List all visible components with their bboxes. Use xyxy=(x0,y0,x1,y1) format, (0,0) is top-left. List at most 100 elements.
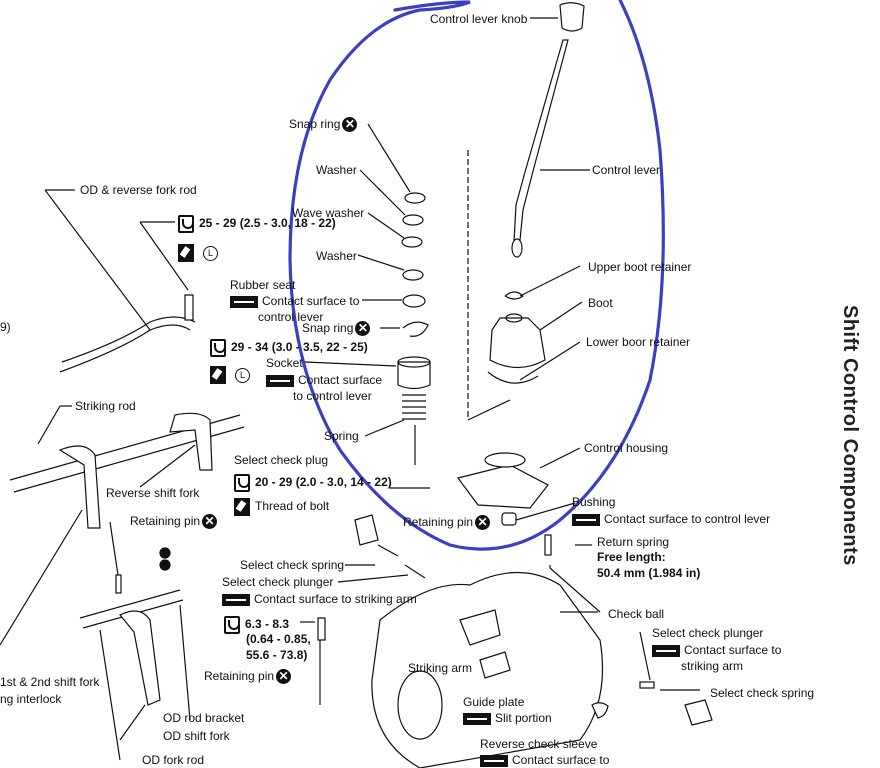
label-plunger-note-left: Contact surface to striking arm xyxy=(222,592,417,606)
locking-sealant-icon: L xyxy=(203,245,218,261)
spring-shape xyxy=(402,394,426,420)
label-socket-note-2: to control lever xyxy=(293,389,372,403)
sealant-spec-1: L xyxy=(178,244,218,262)
torque-wrench-icon xyxy=(210,339,226,357)
grease-icon xyxy=(480,754,508,767)
label-thread-of-bolt: Thread of bolt xyxy=(234,498,329,516)
control-lever-shape xyxy=(513,39,569,243)
label-free-length-value: 50.4 mm (1.984 in) xyxy=(597,566,701,580)
grease-icon xyxy=(230,295,258,308)
replace-x-icon: ✕ xyxy=(475,515,491,531)
label-striking-arm: Striking arm xyxy=(408,661,473,675)
torque-spec-3: 20 - 29 (2.0 - 3.0, 14 - 22) xyxy=(234,474,392,492)
bolt-1-shape xyxy=(184,294,194,321)
od-reverse-fork-rod-shape xyxy=(59,324,191,373)
torque-wrench-icon xyxy=(224,616,240,634)
label-od-reverse-fork-rod: OD & reverse fork rod xyxy=(80,183,197,197)
label-select-check-spring-right: Select check spring xyxy=(710,686,815,700)
od-shift-fork-shape xyxy=(119,610,161,706)
control-housing-shape xyxy=(456,464,549,509)
label-bushing-note: Contact surface to control lever xyxy=(572,512,770,526)
grease-icon xyxy=(572,513,600,526)
label-boot: Boot xyxy=(588,296,613,310)
first-second-fork-shape xyxy=(58,445,101,529)
label-1st-2nd-shift-fork: 1st & 2nd shift fork xyxy=(0,675,100,689)
label-control-lever-knob: Control lever knob xyxy=(430,12,528,26)
label-striking-rod: Striking rod xyxy=(75,399,136,413)
label-lower-boot-retainer: Lower boor retainer xyxy=(586,335,691,349)
label-spring: Spring xyxy=(324,429,359,443)
label-bushing: Bushing xyxy=(572,495,616,509)
rubber-seat-shape xyxy=(402,294,426,308)
label-reverse-shift-fork: Reverse shift fork xyxy=(106,486,200,500)
label-snap-ring-top: Snap ring✕ xyxy=(289,117,358,133)
torque-wrench-icon xyxy=(234,474,250,492)
reverse-shift-fork-shape xyxy=(169,412,213,471)
label-slit-portion: Slit portion xyxy=(463,711,552,725)
control-lever-knob-shape xyxy=(559,2,585,32)
label-control-housing: Control housing xyxy=(584,441,669,455)
grease-icon xyxy=(463,712,491,725)
label-rubber-seat-note: Contact surface to xyxy=(230,294,359,308)
label-rubber-seat-note-2: control lever xyxy=(258,310,324,324)
washer-1-shape xyxy=(402,214,424,226)
select-check-spring-shape xyxy=(377,544,399,557)
striking-arm-shape xyxy=(459,609,501,646)
label-select-check-plunger-right: Select check plunger xyxy=(652,626,764,640)
label-reverse-check-sleeve: Reverse check sleeve xyxy=(480,737,598,751)
label-washer-2: Washer xyxy=(316,249,357,263)
page-title: Shift Control Components xyxy=(839,305,861,566)
label-check-ball: Check ball xyxy=(608,607,665,621)
label-return-spring: Return spring xyxy=(597,535,670,549)
replace-x-icon: ✕ xyxy=(276,669,292,685)
label-plunger-note-right: Contact surface to xyxy=(652,643,781,657)
label-retaining-pin-left: Retaining pin✕ xyxy=(130,514,218,530)
label-select-check-plunger-left: Select check plunger xyxy=(222,575,334,589)
grease-icon xyxy=(266,374,294,387)
label-washer-1: Washer xyxy=(316,163,357,177)
label-upper-boot-retainer: Upper boot retainer xyxy=(588,260,692,274)
retaining-pin-shape xyxy=(115,574,122,594)
return-spring-shape xyxy=(544,534,552,556)
torque-spec-4-b: (0.64 - 0.85, xyxy=(246,632,311,646)
guide-plate-shape xyxy=(479,651,511,679)
label-od-fork-rod: OD fork rod xyxy=(142,753,205,767)
torque-spec-4: 6.3 - 8.3 xyxy=(224,616,289,634)
snap-ring-top-shape xyxy=(404,192,426,204)
torque-spec-1: 25 - 29 (2.5 - 3.0, 18 - 22) xyxy=(178,215,336,233)
torque-spec-2: 29 - 34 (3.0 - 3.5, 22 - 25) xyxy=(210,339,368,357)
select-check-plunger-shape xyxy=(404,564,426,579)
bushing-shape xyxy=(501,512,517,526)
right-plug-shape xyxy=(684,699,713,726)
boot-shape xyxy=(489,317,546,369)
label-reverse-check-note: Contact surface to xyxy=(480,753,609,767)
label-od-shift-fork: OD shift fork xyxy=(163,729,230,743)
label-od-rod-bracket: OD rod bracket xyxy=(163,711,245,725)
select-check-plug-shape xyxy=(354,514,379,546)
label-wave-washer: Wave washer xyxy=(292,206,365,220)
locking-sealant-icon: L xyxy=(235,367,250,383)
label-guide-plate: Guide plate xyxy=(463,695,525,709)
bolt-small-shape xyxy=(317,617,326,641)
sealant-icon xyxy=(234,498,250,516)
label-select-check-spring-left: Select check spring xyxy=(240,558,345,572)
sealant-spec-2: L xyxy=(210,366,250,384)
label-cut-off: 9) xyxy=(0,320,11,334)
lower-boot-retainer-shape xyxy=(487,371,539,384)
replace-x-icon: ✕ xyxy=(342,117,358,133)
snap-ring-2-shape xyxy=(402,321,429,337)
label-socket: Socket xyxy=(266,356,303,370)
label-snap-ring-2: Snap ring✕ xyxy=(302,321,371,337)
torque-spec-4-c: 55.6 - 73.8) xyxy=(246,648,308,662)
upper-boot-retainer-shape xyxy=(504,291,524,300)
label-control-lever: Control lever xyxy=(592,163,661,177)
label-retaining-pin-housing: Retaining pin✕ xyxy=(403,515,491,531)
sealant-icon xyxy=(178,244,194,262)
annotation-circle xyxy=(288,0,665,551)
torque-wrench-icon xyxy=(178,215,194,233)
reverse-check-sleeve-shape xyxy=(591,702,609,719)
wave-washer-shape xyxy=(401,236,423,248)
label-free-length: Free length: xyxy=(597,550,666,564)
grease-icon xyxy=(652,644,680,657)
